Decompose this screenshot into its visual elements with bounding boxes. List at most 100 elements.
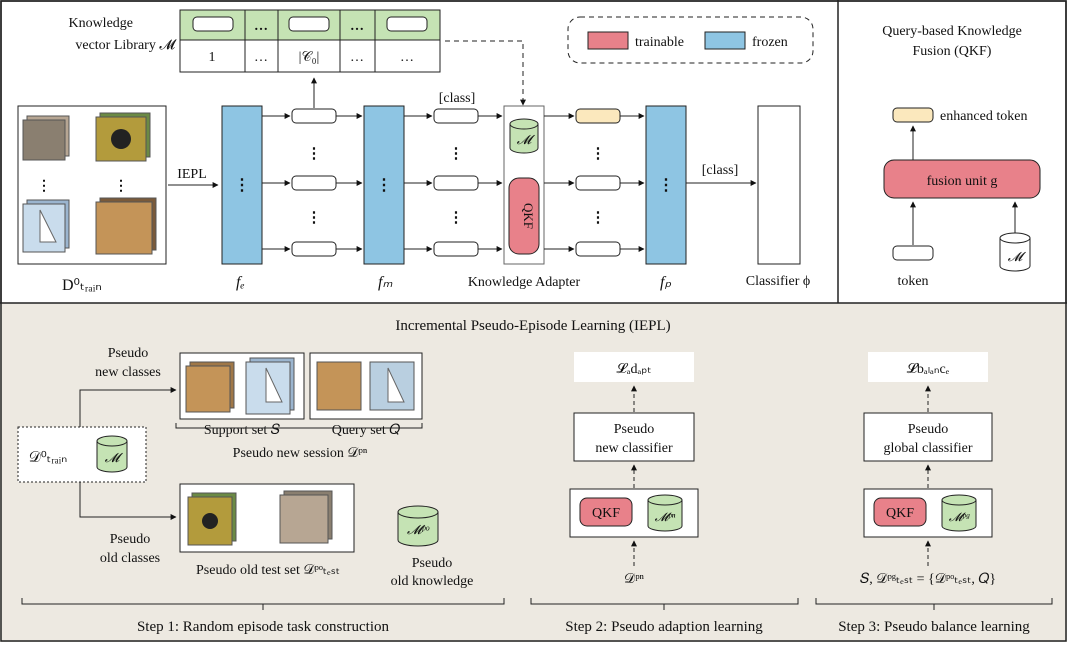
balance-loss-box	[868, 352, 988, 382]
fusion-unit-label: fusion unit g	[927, 174, 998, 189]
legend-trainable: trainable	[635, 35, 684, 50]
query-set: Query set 𝑄	[309, 352, 423, 438]
fe-block	[221, 105, 263, 265]
adapter-qkf: QKF	[521, 203, 536, 229]
fp-block	[645, 105, 687, 265]
legend: trainable frozen	[567, 16, 814, 64]
step3-label: Step 3: Pseudo balance learning	[838, 619, 1030, 635]
svg-text:…: …	[254, 19, 268, 34]
iepl-title: Incremental Pseudo-Episode Learning (IEP…	[395, 318, 670, 334]
step1-label: Step 1: Random episode task construction	[137, 619, 390, 635]
legend-frozen: frozen	[752, 35, 788, 50]
fm-block	[363, 105, 405, 265]
pseudo-old-2: old classes	[100, 551, 160, 566]
qkf-panel: Query-based Knowledge Fusion (QKF) enhan…	[882, 24, 1041, 289]
balance-classifier-2: global classifier	[883, 441, 972, 456]
qkf-token-label: token	[897, 274, 928, 289]
image-lion	[95, 201, 153, 255]
train-images-label: D⁰ₜᵣₐᵢₙ	[62, 277, 102, 294]
adapt-qkf: QKF	[592, 506, 620, 521]
balance-m: 𝓜ᵖᵍ	[949, 510, 970, 524]
legend-frozen-swatch	[704, 31, 746, 50]
library-label-1: Knowledge	[68, 16, 133, 31]
fm-dots: ⋮	[376, 177, 392, 194]
old-test-set-label: Pseudo old test set 𝒟ᵖᵒₜₑₛₜ	[196, 563, 340, 578]
old-test-set: Pseudo old test set 𝒟ᵖᵒₜₑₛₜ	[179, 483, 355, 578]
balance-qkf: QKF	[886, 506, 914, 521]
new-session-label: Pseudo new session 𝒟ᵖⁿ	[233, 446, 368, 461]
svg-text:⋮: ⋮	[114, 179, 128, 194]
library-label-2: vector Library 𝓜	[75, 38, 177, 53]
pseudo-old-1: Pseudo	[110, 532, 150, 547]
qkf-title-1: Query-based Knowledge	[882, 24, 1022, 39]
query-set-label: Query set 𝑄	[332, 423, 401, 438]
classifier-label: Classifier ϕ	[746, 274, 811, 289]
train-images: ⋮ ⋮ D⁰ₜᵣₐᵢₙ	[17, 105, 167, 294]
pseudo-new-1: Pseudo	[108, 346, 148, 361]
library-cell-3: |𝒞₀|	[299, 50, 320, 65]
old-knowledge-1: Pseudo	[412, 556, 452, 571]
svg-text:⋮: ⋮	[591, 146, 606, 162]
pseudo-new-2: new classes	[95, 365, 161, 380]
fe-label: fₑ	[236, 274, 245, 291]
dataset-box: 𝒟⁰ₜᵣₐᵢₙ 𝓜	[17, 426, 147, 483]
token-column-2: [class] ⋮ ⋮	[404, 91, 503, 257]
adapt-classifier-1: Pseudo	[614, 422, 654, 437]
class-token-label-1: [class]	[439, 91, 476, 106]
legend-trainable-swatch	[587, 31, 629, 50]
svg-text:…: …	[350, 19, 364, 34]
qkf-m: 𝓜	[1008, 249, 1027, 264]
image-hedgehog	[22, 119, 66, 161]
knowledge-library: Knowledge vector Library 𝓜 … … 1 … |𝒞₀| …	[68, 9, 441, 73]
classifier-block	[757, 105, 801, 265]
qkf-title-2: Fusion (QKF)	[913, 44, 992, 59]
adapt-loss: 𝓛ₐdₐₚₜ	[617, 361, 652, 377]
balance-loss: 𝓛bₐₗₐₙcₑ	[907, 361, 950, 377]
step2-column: 𝓛ₐdₐₚₜ Pseudo new classifier QKF 𝓜ᵖⁿ 𝒟ᵖⁿ…	[530, 352, 799, 635]
balance-qkf-block	[873, 497, 927, 527]
svg-text:⋮: ⋮	[449, 210, 464, 226]
token-column-3: ⋮ ⋮	[544, 108, 645, 257]
library-cell-4: …	[350, 50, 364, 65]
svg-text:⋮: ⋮	[449, 146, 464, 162]
adapt-input: 𝒟ᵖⁿ	[624, 572, 645, 587]
adapt-m: 𝓜ᵖⁿ	[655, 510, 676, 524]
qkf-enhanced-token-label: enhanced token	[940, 109, 1027, 124]
image-bird	[95, 116, 147, 162]
old-knowledge-2: old knowledge	[391, 574, 474, 589]
enhanced-token	[575, 108, 621, 124]
qkf-token	[892, 245, 934, 261]
pseudo-global-classifier	[863, 412, 993, 462]
balance-input: 𝑆, 𝒟ᵖᵍₜₑₛₜ = {𝒟ᵖᵒₜₑₛₜ, 𝑄}	[860, 572, 996, 587]
step3-column: 𝓛bₐₗₐₙcₑ Pseudo global classifier QKF 𝓜ᵖ…	[815, 352, 1053, 635]
adapter-m: 𝓜	[517, 132, 536, 147]
fp-dots: ⋮	[658, 177, 674, 194]
dataset-label: 𝒟⁰ₜᵣₐᵢₙ	[29, 450, 67, 466]
library-cell-5: …	[400, 50, 414, 65]
adapter-qkf-block	[508, 177, 540, 255]
adapter-label: Knowledge Adapter	[468, 275, 581, 290]
adapt-classifier-2: new classifier	[595, 441, 673, 456]
knowledge-adapter: 𝓜 QKF Knowledge Adapter	[468, 105, 581, 290]
svg-text:⋮: ⋮	[307, 146, 322, 162]
adapt-loss-box	[574, 352, 694, 382]
fusion-unit	[883, 159, 1041, 199]
pseudo-new-classifier	[573, 412, 695, 462]
fm-label: fₘ	[378, 274, 392, 291]
iepl-arrow-label: IEPL	[177, 167, 207, 182]
library-cell-1: 1	[209, 50, 216, 65]
support-set: Support set 𝑆	[179, 352, 305, 438]
svg-text:⋮: ⋮	[37, 179, 51, 194]
qkf-enhanced-token	[892, 107, 934, 123]
fe-dots: ⋮	[234, 177, 250, 194]
token-column-1: ⋮ ⋮	[262, 108, 363, 257]
old-knowledge: 𝓜ᵖᵒ Pseudo old knowledge	[391, 505, 474, 589]
adapt-qkf-block	[579, 497, 633, 527]
svg-text:⋮: ⋮	[307, 210, 322, 226]
balance-classifier-1: Pseudo	[908, 422, 948, 437]
svg-text:⋮: ⋮	[591, 210, 606, 226]
step2-label: Step 2: Pseudo adaption learning	[565, 619, 763, 635]
fp-label: fₚ	[660, 274, 671, 291]
